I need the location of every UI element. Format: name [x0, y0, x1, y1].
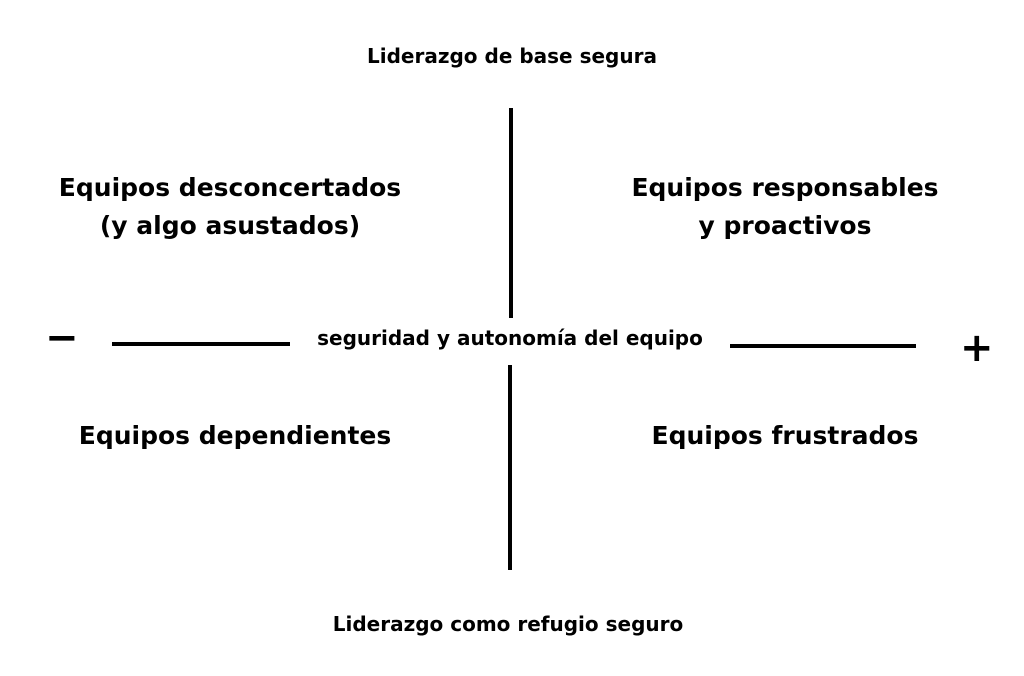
horizontal-axis-line-left — [112, 342, 290, 346]
vertical-axis-line-bottom — [508, 365, 512, 570]
quadrant-bottom-right: Equipos frustrados — [600, 417, 970, 455]
quadrant-top-right-line-2: y proactivos — [698, 211, 872, 240]
quadrant-bottom-left-line-1: Equipos dependientes — [78, 421, 392, 450]
quadrant-top-left-line-2: (y algo asustados) — [99, 211, 361, 240]
quadrant-bottom-left: Equipos dependientes — [40, 417, 430, 455]
horizontal-axis-label: seguridad y autonomía del equipo — [317, 326, 703, 350]
horizontal-axis-line-right — [730, 344, 916, 348]
quadrant-top-left-line-1: Equipos desconcertados — [58, 173, 402, 202]
bottom-axis-label: Liderazgo como refugio seguro — [332, 612, 684, 636]
plus-sign: + — [960, 325, 994, 371]
minus-sign: − — [45, 315, 79, 361]
vertical-axis-line-top — [509, 108, 513, 318]
quadrant-top-right-line-1: Equipos responsables — [631, 173, 939, 202]
quadrant-top-left: Equipos desconcertados (y algo asustados… — [40, 169, 420, 245]
top-axis-label: Liderazgo de base segura — [367, 44, 657, 68]
quadrant-top-right: Equipos responsables y proactivos — [600, 169, 970, 245]
quadrant-bottom-right-line-1: Equipos frustrados — [651, 421, 919, 450]
